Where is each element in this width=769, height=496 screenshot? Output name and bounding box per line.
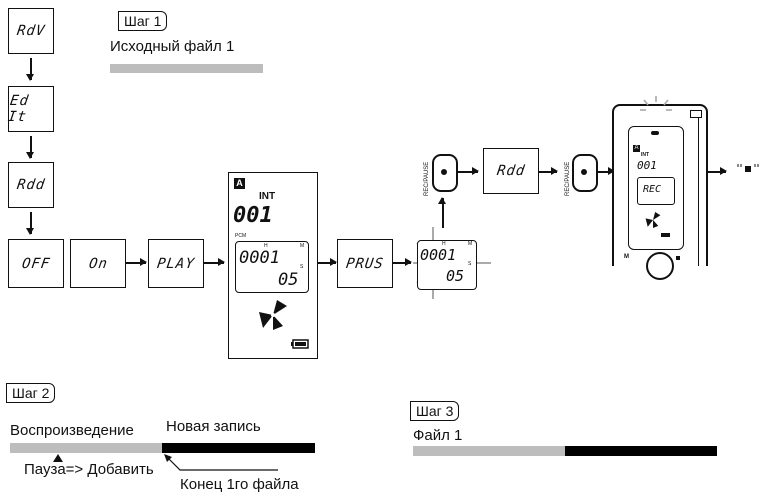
arrow-right-5 [458, 168, 479, 174]
menu-paus-text: PRUS [345, 255, 385, 272]
recorder-device: A INT 001 REC M [612, 104, 708, 280]
menu-on-text: On [87, 255, 109, 272]
step3-caption: Файл 1 [413, 427, 463, 444]
step3-label: Шаг 3 [410, 401, 460, 421]
step3-original-bar [413, 446, 565, 456]
step3-added-bar [565, 446, 717, 456]
arrow-up [439, 197, 445, 228]
step2-playback-bar [10, 443, 162, 453]
blink-s-label: S [468, 261, 472, 267]
rec-pause-button-1[interactable] [432, 154, 458, 192]
menu-play-text: PLAY [156, 255, 196, 272]
pcm-label: PCM [235, 233, 247, 239]
device-int-label: INT [641, 152, 650, 158]
menu-edit-display: Ed It [6, 86, 54, 132]
menu-off-text: OFF [20, 255, 52, 272]
folder-number: 001 [233, 203, 273, 228]
step1-caption: Исходный файл 1 [110, 38, 235, 55]
recording-indicator-icon [737, 164, 759, 172]
fan-icon [259, 300, 287, 330]
device-battery-icon [661, 233, 670, 237]
menu-paus-display: PRUS [337, 239, 393, 288]
step2-end-file-label: Конец 1го файла [180, 476, 299, 493]
arrow-right-3 [318, 259, 337, 265]
arrow-right-2 [204, 259, 225, 265]
blink-counter-value: 0001 [420, 246, 457, 264]
menu-add2-display: Rdd [483, 148, 539, 194]
step2-new-record-bar [162, 443, 315, 453]
blink-counter-frame: H M 0001 S 05 [417, 240, 477, 290]
arrow-right-8 [708, 168, 727, 174]
menu-edit-text: Ed It [6, 93, 31, 125]
blink-h-label: H [442, 241, 446, 247]
a-badge: A [234, 178, 245, 189]
h-label: H [264, 243, 268, 249]
s-label: S [300, 264, 304, 270]
menu-off-display: OFF [8, 239, 64, 288]
device-rec-text: REC [643, 184, 662, 195]
device-lcd-screen: A INT 001 PCM H M 0001 S 05 [228, 172, 318, 359]
rec-pause-label-2: REC/PAUSE [565, 161, 571, 196]
step2-playback-label: Воспроизведение [10, 422, 134, 439]
arrow-down-3 [27, 212, 33, 235]
menu-on-display: On [70, 239, 126, 288]
device-screen: A INT 001 REC [628, 126, 684, 250]
rec-pause-button-2[interactable] [572, 154, 598, 192]
menu-adv-display: RdV [8, 8, 54, 54]
end-file-pointer-icon [164, 454, 278, 471]
device-folder: 001 [637, 159, 657, 172]
step2-pause-add-label: Пауза=> Добавить [24, 461, 154, 478]
device-dial [646, 252, 674, 280]
device-top-rib [690, 110, 702, 118]
arrow-right-7 [598, 168, 615, 174]
blink-m-label: M [468, 241, 473, 247]
step1-label: Шаг 1 [118, 11, 168, 31]
arrow-down-2 [27, 136, 33, 159]
step2-label: Шаг 2 [6, 383, 56, 403]
device-m-label: M [624, 254, 629, 260]
device-small-button [676, 256, 680, 260]
pause-marker-icon [53, 454, 63, 462]
device-blink-rays-icon [640, 96, 672, 111]
arrow-right-1 [126, 259, 147, 265]
device-fan-icon [645, 212, 661, 228]
seconds-value: 05 [278, 270, 299, 290]
m-label: M [300, 243, 305, 249]
menu-add-text: Rdd [15, 177, 47, 193]
device-led [651, 131, 659, 135]
arrow-right-6 [539, 168, 558, 174]
rec-pause-label-1: REC/PAUSE [424, 161, 430, 196]
device-a-badge: A [633, 145, 640, 152]
counter-value: 0001 [239, 248, 280, 268]
battery-icon [291, 339, 309, 349]
menu-play-display: PLAY [148, 239, 204, 288]
arrow-right-4 [393, 259, 412, 265]
step2-new-record-label: Новая запись [166, 418, 261, 435]
device-right-edge [698, 118, 703, 266]
blink-seconds-value: 05 [446, 267, 465, 285]
counter-frame: H M 0001 S 05 [235, 241, 309, 293]
menu-adv-text: RdV [15, 23, 47, 39]
arrow-down-1 [27, 58, 33, 81]
menu-add-display: Rdd [8, 162, 54, 208]
menu-add2-text: Rdd [495, 163, 527, 179]
device-rec-frame: REC [637, 177, 675, 205]
step1-original-bar [110, 64, 263, 73]
int-label: INT [259, 191, 276, 202]
